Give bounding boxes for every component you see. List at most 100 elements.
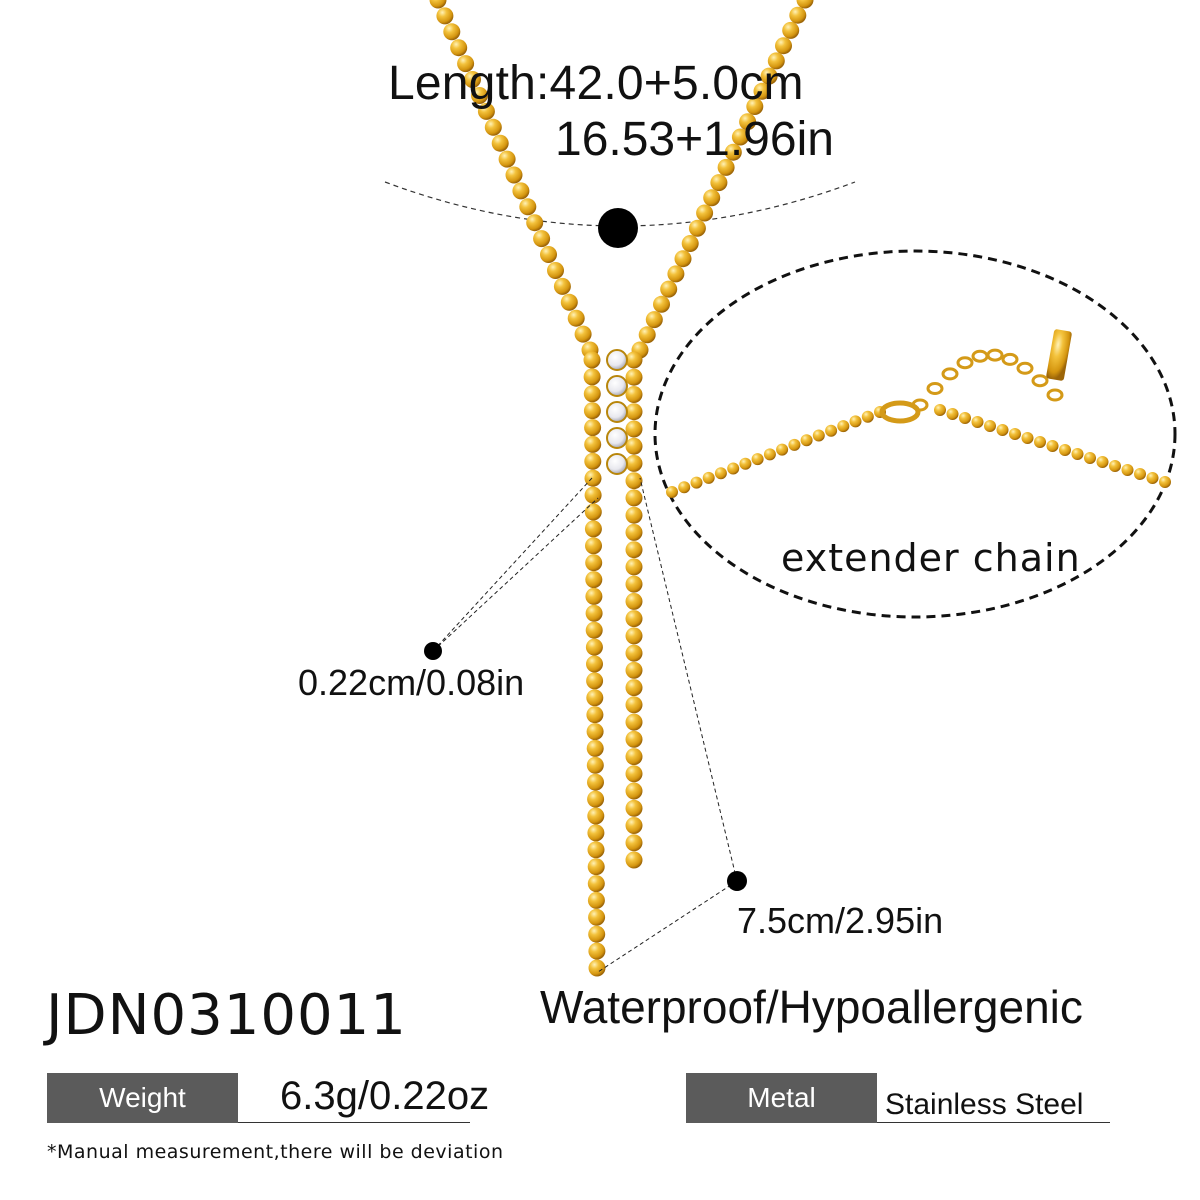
chain-bead (625, 368, 643, 386)
chain-bead (625, 799, 643, 817)
chain-bead (1146, 472, 1159, 484)
extender-link (956, 356, 974, 370)
chain-bead (585, 604, 603, 622)
chain-bead (586, 706, 604, 724)
chain-bead (587, 875, 605, 893)
length-in-label: 16.53+1.96in (555, 113, 834, 166)
chain-bead (959, 412, 971, 424)
chain-bead (1109, 460, 1121, 472)
chain-bead (625, 730, 643, 748)
chain-bead (776, 443, 789, 456)
product-sku: JDN0310011 (46, 983, 407, 1048)
chain-bead (429, 0, 447, 9)
chain-bead (584, 503, 602, 521)
chain-bead (714, 467, 727, 480)
chain-bead (625, 351, 643, 369)
chain-bead (587, 773, 604, 791)
chain-bead (739, 113, 757, 131)
chain-bead (625, 489, 643, 507)
chain-bead (583, 368, 601, 386)
lobster-clasp (879, 400, 921, 424)
chain-bead (653, 295, 670, 313)
chain-bead (625, 523, 643, 541)
chain-bead (688, 219, 706, 237)
chain-bead (491, 134, 509, 152)
chain-bead (526, 214, 544, 232)
chain-bead (625, 541, 643, 559)
chain-bead (436, 7, 454, 25)
chain-bead (457, 55, 475, 73)
metal-label: Metal (686, 1073, 877, 1123)
chain-bead (587, 841, 605, 859)
chain-bead (625, 610, 643, 628)
weight-label: Weight (47, 1073, 238, 1123)
chain-bead (1084, 452, 1096, 464)
chain-bead (625, 679, 643, 697)
extender-link (1001, 352, 1019, 366)
chain-bead (837, 420, 850, 433)
chain-bead (586, 655, 603, 673)
chain-bead (625, 782, 643, 800)
crystal-stations (606, 349, 628, 475)
chain-bead (625, 696, 643, 714)
extender-link (941, 367, 959, 381)
chain-bead (584, 435, 602, 453)
chain-bead (567, 309, 585, 327)
drop-leader-line (597, 880, 738, 973)
crystal (606, 453, 628, 475)
chain-bead (625, 851, 643, 869)
chain-bead (583, 402, 601, 420)
chain-bead (984, 420, 996, 432)
chain-bead (584, 419, 602, 437)
chain-bead (702, 471, 715, 484)
chain-bead (1009, 428, 1021, 440)
chain-bead (861, 410, 874, 423)
chain-bead (625, 817, 643, 834)
bead-marker-dot (424, 642, 442, 660)
chain-bead (767, 52, 785, 70)
chain-bead (782, 21, 800, 39)
chain-bead (625, 454, 643, 472)
chain-bead (710, 174, 728, 192)
metal-underline (877, 1122, 1110, 1123)
chain-bead (660, 280, 678, 298)
drop-marker-dot (727, 871, 747, 891)
chain-bead (625, 592, 643, 610)
chain-bead (585, 638, 603, 656)
chain-bead (717, 158, 735, 176)
chain-bead (450, 39, 468, 57)
chain-bead (574, 325, 592, 343)
chain-bead (533, 230, 551, 248)
chain-bead (678, 481, 691, 494)
bead-leader-line (432, 477, 593, 652)
extender-callout-circle (653, 249, 1177, 619)
chain-bead (587, 807, 605, 825)
chain-bead (739, 457, 752, 470)
neck-line (384, 181, 856, 227)
drop-length-label: 7.5cm/2.95in (737, 900, 944, 941)
chain-bead (586, 689, 604, 707)
chain-bead (512, 182, 530, 200)
chain-bead (588, 908, 606, 926)
chain-bead (547, 262, 564, 279)
chain-bead (751, 453, 764, 466)
chain-bead (788, 438, 801, 451)
extender-link (911, 398, 929, 412)
extender-tag (1046, 329, 1072, 381)
chain-bead (584, 520, 602, 538)
extender-chain-detail (666, 329, 1171, 498)
extender-link (971, 349, 989, 363)
chain-bead (1059, 444, 1071, 456)
chain-bead (560, 293, 578, 311)
chain-bead (796, 0, 814, 9)
chain-bead (1096, 456, 1109, 468)
chain-bead (1134, 468, 1146, 480)
chain-bead (484, 118, 502, 136)
chain-bead (934, 404, 946, 416)
length-marker-dot (598, 208, 638, 248)
chain-bead (471, 87, 488, 104)
chain-bead (588, 925, 606, 943)
chain-bead (625, 661, 643, 679)
chain-bead (583, 385, 601, 403)
